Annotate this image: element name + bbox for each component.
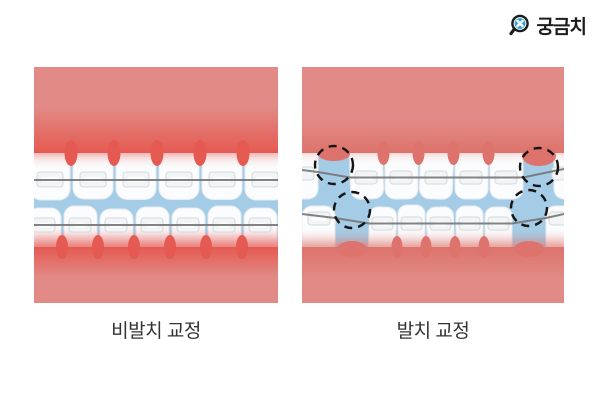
extraction-marker — [509, 188, 549, 228]
upper-gum — [34, 67, 278, 166]
extraction-markers — [313, 144, 560, 230]
caption-non-extraction: 비발치 교정 — [111, 321, 201, 342]
upper-archwire — [302, 168, 564, 179]
lower-gum — [302, 236, 564, 303]
extraction-marker — [332, 190, 372, 230]
brand-name: 궁금치 — [536, 17, 587, 38]
extraction-marker — [313, 144, 355, 186]
lower-archwire — [302, 213, 564, 225]
panel-extraction — [302, 67, 564, 303]
lower-gum — [34, 235, 278, 303]
illustration-extraction — [302, 67, 564, 303]
tooth-magnifier-icon — [508, 14, 529, 35]
panel-non-extraction — [34, 67, 278, 303]
caption-extraction: 발치 교정 — [396, 321, 470, 342]
brand-logo: 궁금치 — [508, 12, 587, 39]
illustration-non-extraction — [34, 67, 278, 303]
upper-gum — [302, 67, 564, 166]
extraction-marker — [518, 146, 560, 188]
